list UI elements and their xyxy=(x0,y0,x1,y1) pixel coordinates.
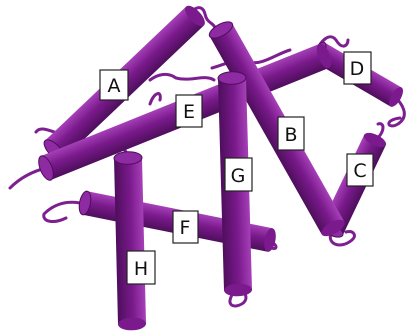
helix-a-end xyxy=(185,5,205,27)
label-g-text: G xyxy=(231,165,246,187)
label-f: F xyxy=(172,210,199,244)
helix-b-end xyxy=(321,219,345,237)
helix-e-end xyxy=(316,43,332,69)
helix-h-cap xyxy=(113,151,143,165)
label-d: D xyxy=(343,51,372,85)
helix-h-end xyxy=(118,317,146,331)
helix-g-cap xyxy=(217,71,247,85)
label-a: A xyxy=(99,69,129,101)
helix-c-end xyxy=(363,132,387,148)
label-d-text: D xyxy=(350,58,365,80)
helix-f-cap xyxy=(78,190,92,216)
label-h-text: H xyxy=(134,258,148,280)
helix-e-cap xyxy=(38,155,54,181)
helix-h-body xyxy=(114,157,146,325)
helix-h xyxy=(113,151,146,331)
loop-8 xyxy=(42,200,90,223)
loop-5 xyxy=(328,228,356,247)
label-a-text: A xyxy=(108,75,121,97)
helix-d-end xyxy=(388,87,404,107)
loop-13 xyxy=(148,92,162,106)
label-b: B xyxy=(277,116,305,151)
label-e: E xyxy=(175,94,203,128)
loop-10 xyxy=(228,288,248,308)
label-g: G xyxy=(224,157,253,192)
helix-f-end xyxy=(264,228,276,252)
label-b-text: B xyxy=(284,124,297,146)
label-h: H xyxy=(126,250,156,285)
helix-g-end xyxy=(224,283,252,297)
label-c: C xyxy=(346,153,374,187)
label-e-text: E xyxy=(183,101,195,123)
label-c-text: C xyxy=(353,160,366,182)
label-f-text: F xyxy=(180,217,191,239)
helix-b-cap xyxy=(208,21,234,39)
loop-12 xyxy=(148,72,216,82)
loop-3 xyxy=(387,93,406,128)
